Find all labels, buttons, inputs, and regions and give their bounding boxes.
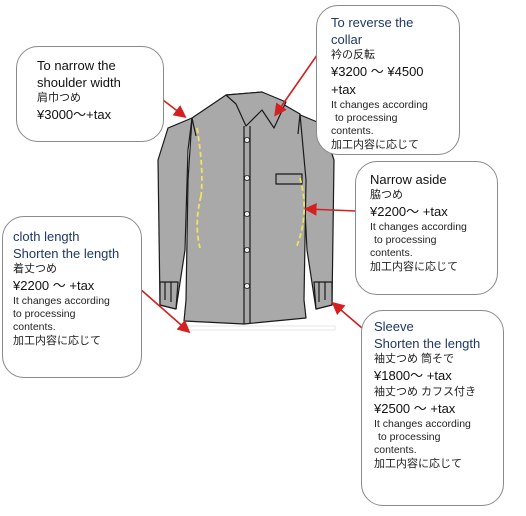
callout-note-jp: 加工内容に応じて bbox=[374, 458, 462, 470]
right-cuff bbox=[313, 281, 333, 310]
button bbox=[243, 282, 250, 289]
callout-price: ¥2200〜 +tax bbox=[370, 204, 448, 219]
callout-jp-label: 脇つめ bbox=[370, 189, 403, 201]
callout-note: contents. bbox=[370, 247, 413, 259]
side-guide-line-left bbox=[196, 195, 202, 249]
button bbox=[243, 210, 250, 217]
callout-jp-label: 袖丈つめ カフス付き bbox=[374, 386, 477, 398]
callout-note: to processing bbox=[335, 112, 398, 124]
callout-note: It changes according bbox=[370, 221, 467, 233]
callout-jp-label: 着丈つめ bbox=[13, 263, 57, 275]
callout-note: It changes according bbox=[331, 99, 428, 111]
callout-title: To narrow the bbox=[37, 58, 116, 73]
collar-callout: To reverse the collar 衿の反転 ¥3200 〜 ¥4500… bbox=[316, 5, 460, 155]
callout-note: It changes according bbox=[374, 418, 471, 430]
callout-price: ¥3000〜+tax bbox=[37, 107, 112, 122]
length-arrow bbox=[138, 287, 191, 334]
callout-title: Shorten the length bbox=[374, 336, 481, 351]
callout-note-jp: 加工内容に応じて bbox=[13, 335, 101, 347]
collar bbox=[225, 91, 287, 129]
callout-price: ¥2200 〜 +tax bbox=[13, 278, 95, 293]
callout-note: contents. bbox=[13, 321, 56, 333]
button bbox=[243, 174, 250, 181]
sleeve-length-callout: Sleeve Shorten the length 袖丈つめ 筒そで ¥1800… bbox=[361, 310, 504, 506]
shoulder-arrow bbox=[162, 99, 187, 118]
callout-price: ¥1800〜 +tax bbox=[374, 368, 452, 383]
callout-title: Sleeve bbox=[374, 319, 414, 334]
collar-arrow bbox=[274, 47, 323, 117]
callout-jp-label: 袖丈つめ 筒そで bbox=[374, 353, 455, 365]
callout-jp-label: 衿の反転 bbox=[331, 49, 375, 61]
callout-note-jp: 加工内容に応じて bbox=[331, 139, 419, 151]
callout-title: To reverse the bbox=[331, 15, 414, 30]
left-cuff bbox=[159, 281, 179, 310]
narrow-aside-callout: Narrow aside 脇つめ ¥2200〜 +tax It changes … bbox=[355, 161, 498, 295]
callout-price: ¥2500 〜 +tax bbox=[374, 401, 456, 416]
button bbox=[243, 136, 250, 143]
shoulder-width-callout: To narrow the shoulder width 肩巾つめ ¥3000〜… bbox=[16, 46, 164, 142]
button bbox=[243, 246, 250, 253]
cloth-length-callout: cloth length Shorten the length 着丈つめ ¥22… bbox=[2, 216, 142, 378]
callout-price: ¥3200 〜 ¥4500 +tax bbox=[331, 64, 424, 97]
callout-note: to processing bbox=[374, 234, 437, 246]
callout-title: Narrow aside bbox=[370, 172, 447, 187]
callout-title: cloth length bbox=[13, 229, 80, 244]
callout-title: Shorten the length bbox=[13, 246, 120, 261]
aside-arrow bbox=[303, 202, 357, 216]
callout-note: contents. bbox=[374, 444, 417, 456]
callout-title: collar bbox=[331, 32, 363, 47]
sleeve-arrow bbox=[331, 301, 363, 329]
callout-note-jp: 加工内容に応じて bbox=[370, 261, 458, 273]
callout-note: to processing bbox=[378, 431, 441, 443]
callout-note: contents. bbox=[331, 125, 374, 137]
shirt-body bbox=[183, 91, 307, 325]
chest-pocket bbox=[275, 173, 303, 185]
callout-title: shoulder width bbox=[37, 75, 121, 90]
hem-guide-line bbox=[184, 325, 336, 331]
callout-jp-label: 肩巾つめ bbox=[37, 92, 81, 104]
callout-note: It changes according bbox=[13, 295, 110, 307]
callout-note: to processing bbox=[13, 308, 76, 320]
